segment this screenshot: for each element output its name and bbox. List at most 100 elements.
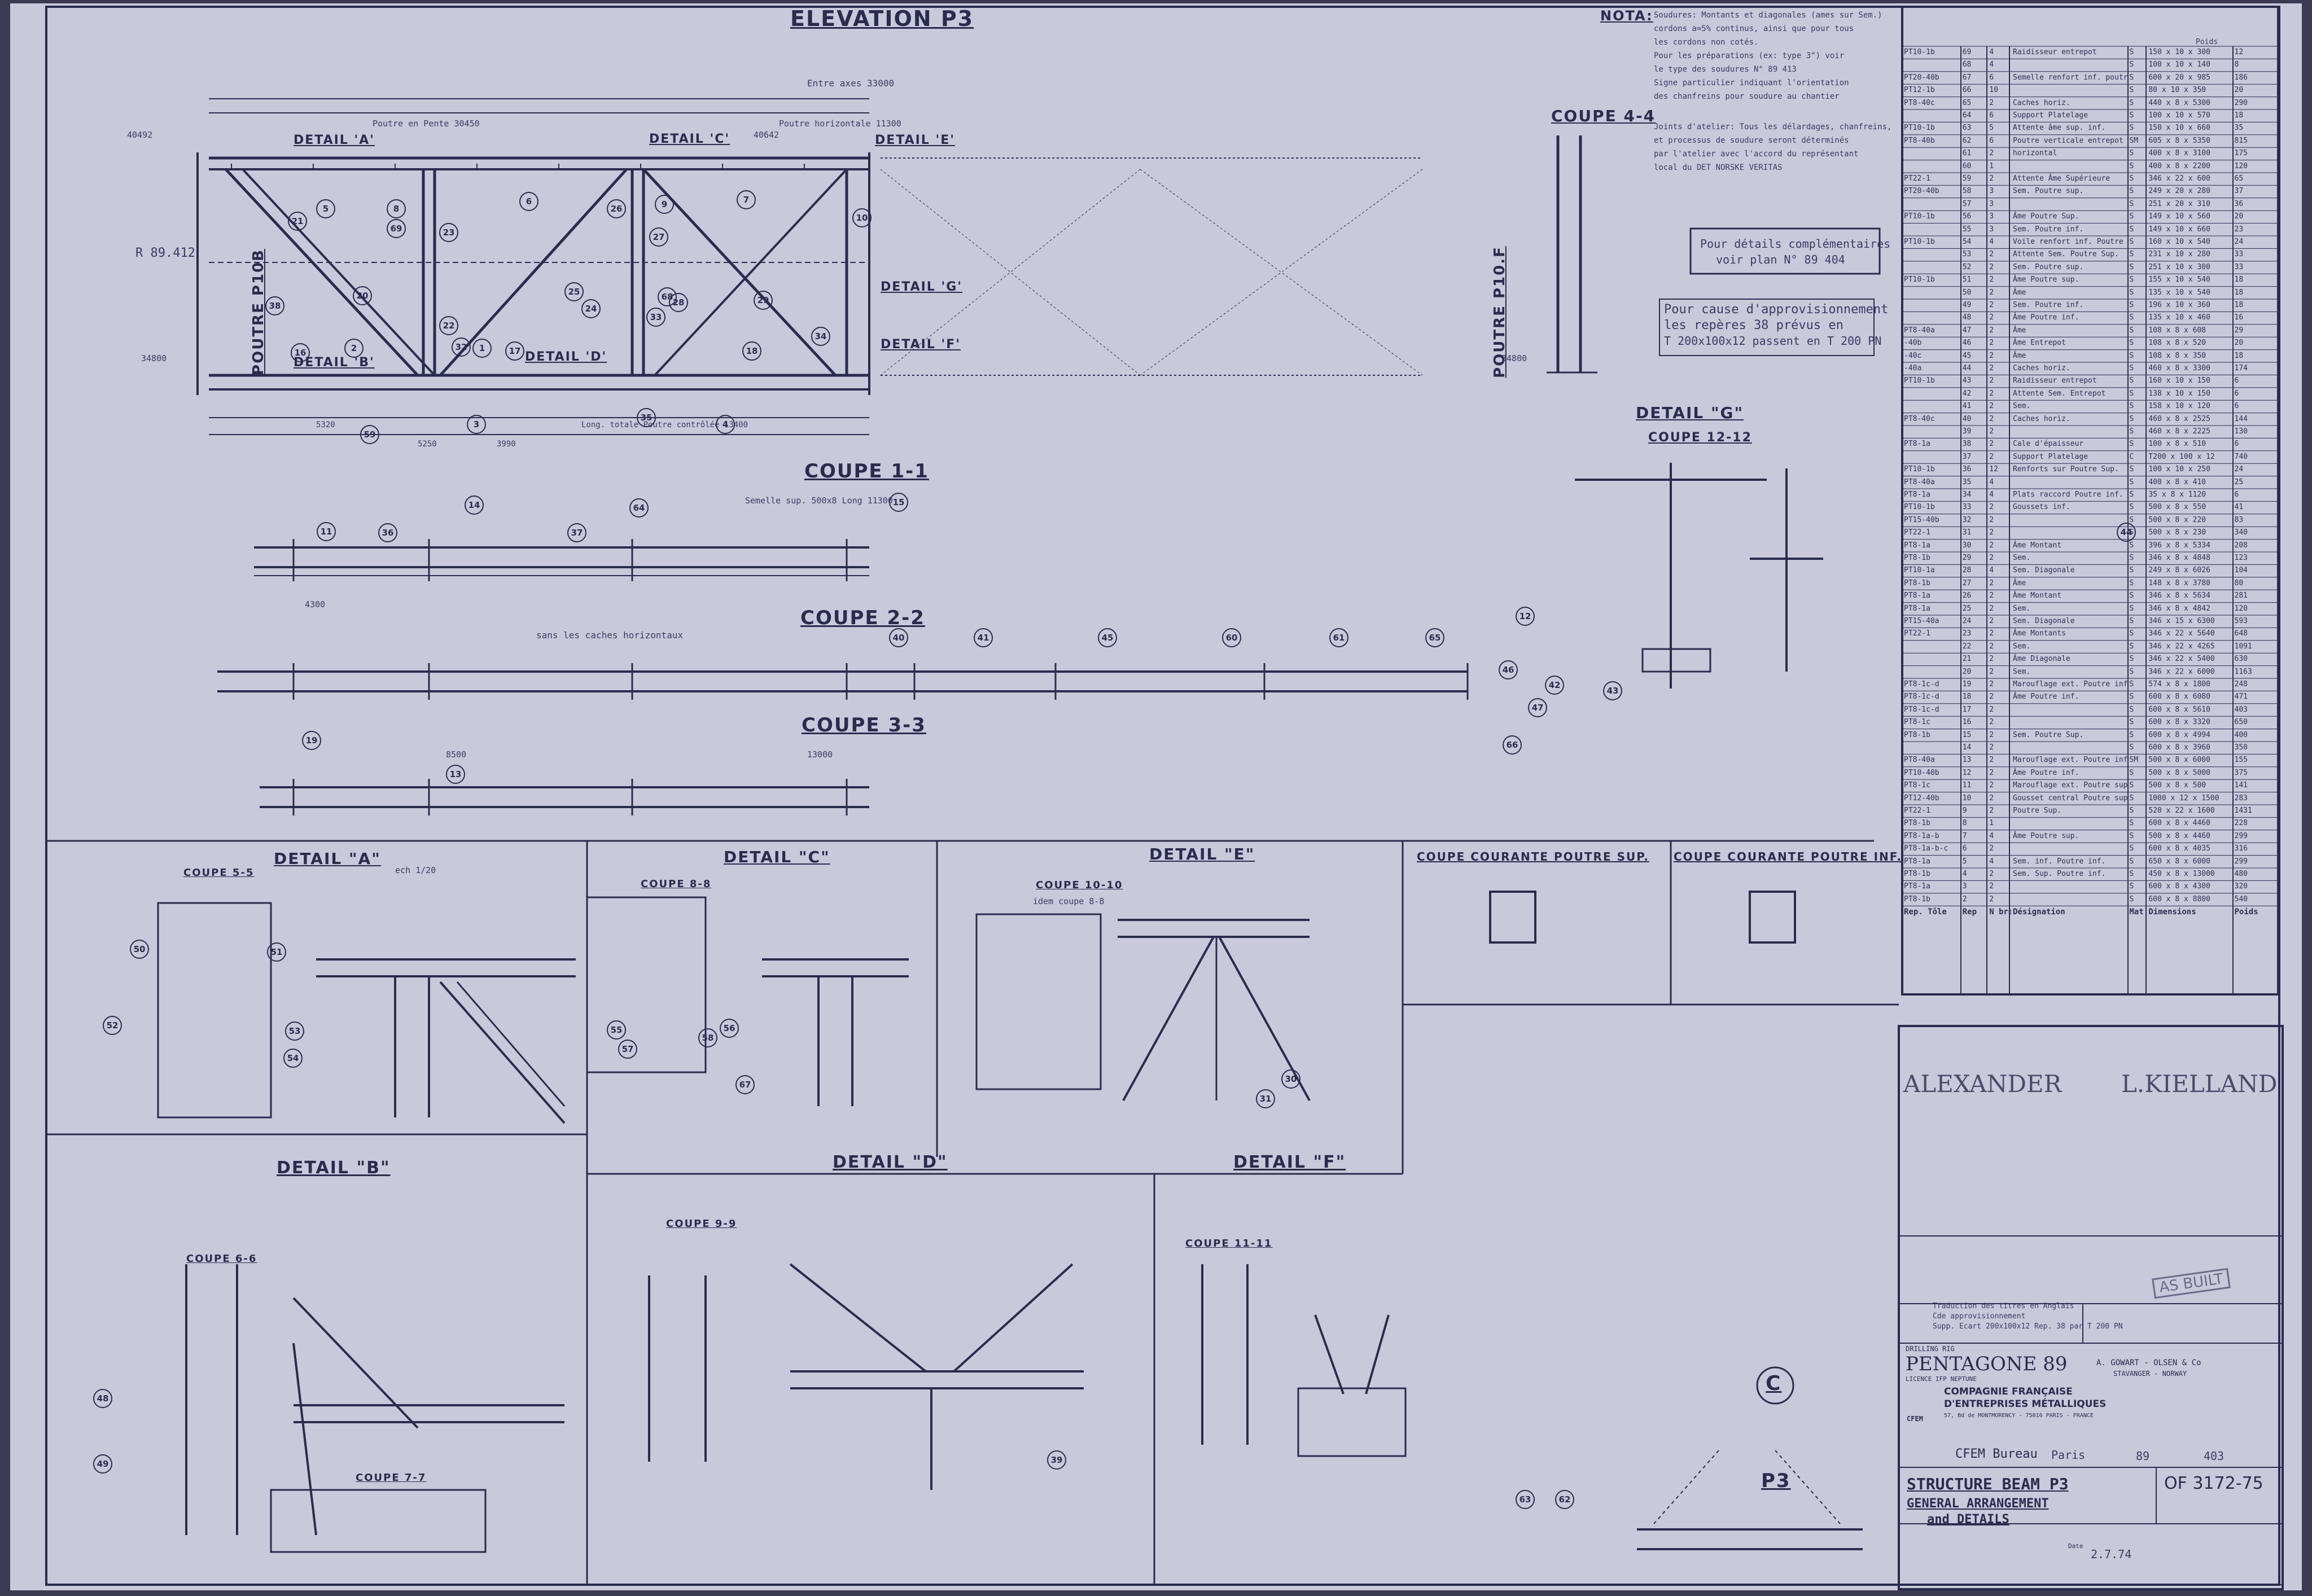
reference-callout: 3 [467, 415, 486, 434]
nota-warn-line-2: les repères 38 prévus en [1664, 318, 1844, 332]
bom-cell: Âme Entrepot [2013, 339, 2066, 348]
bom-cell: 316 [2234, 844, 2248, 853]
reference-callout: 17 [505, 341, 524, 361]
bom-cell: 196 x 10 x 360 [2148, 301, 2210, 309]
bom-cell: S [2129, 768, 2134, 777]
dimension-5250: 5250 [418, 440, 437, 449]
bom-cell: Âme Montants [2013, 629, 2066, 638]
bom-cell: 8 [2234, 60, 2239, 69]
bom-cell: S [2129, 149, 2134, 158]
bom-cell: Sem. Poutre Sup. [2013, 730, 2084, 739]
bom-cell: S [2129, 402, 2134, 411]
bom-cell: S [2129, 692, 2134, 701]
bom-cell: S [2129, 288, 2134, 297]
bom-cell [2011, 426, 2127, 438]
reference-callout: 69 [387, 219, 406, 238]
bom-cell: S [2129, 376, 2134, 385]
revision-1: Traduction des titres en Anglais [1933, 1302, 2074, 1310]
bom-cell: 48 [1962, 313, 1972, 322]
reference-callout: 29 [754, 291, 773, 310]
bom-cell: PT8-1c [1904, 781, 1930, 790]
bom-cell: 2 [1989, 541, 1994, 550]
detail-a-diagonal [456, 981, 566, 1107]
bom-cell: 35 x 8 x 1120 [2148, 490, 2206, 499]
truss-diagonal [642, 168, 837, 376]
detail-b-column [292, 1343, 317, 1536]
bom-cell: 500 x 8 x 5000 [2148, 768, 2210, 777]
bom-cell [2011, 514, 2127, 527]
bom-cell: 52 [1962, 262, 1972, 271]
bom-cell: Âme Poutre sup. [2013, 831, 2079, 840]
bom-cell: 2 [1989, 376, 1994, 385]
reference-callout: 64 [629, 498, 649, 518]
bom-cell: Gousset central Poutre sup. [2013, 793, 2128, 803]
bom-cell: 100 x 10 x 570 [2148, 111, 2210, 120]
dimension-5320: 5320 [316, 420, 335, 429]
reference-callout: 56 [720, 1019, 739, 1038]
bom-cell: Goussets inf. [2013, 503, 2070, 512]
bom-cell: S [2129, 528, 2134, 537]
bom-cell: 600 x 8 x 4994 [2148, 730, 2210, 739]
bom-cell: Caches horiz. [2013, 98, 2070, 107]
coupe-5-5-frame [157, 902, 272, 1119]
reference-callout: 40 [889, 628, 908, 647]
bom-cell: 630 [2234, 655, 2248, 664]
reference-callout: 65 [1425, 628, 1444, 647]
bom-cell: S [2129, 124, 2134, 133]
bom-cell: 1 [1989, 161, 1994, 170]
bom-cell: 593 [2234, 617, 2248, 625]
coupe-7-7-title: COUPE 7-7 [356, 1472, 427, 1484]
bom-cell: 2 [1989, 250, 1994, 259]
bom-cell: PT8-40c [1904, 414, 1935, 423]
bom-cell: S [2129, 414, 2134, 423]
bom-header-cell: Dimensions [2148, 907, 2196, 917]
bom-cell: 108 x 8 x 520 [2148, 339, 2206, 348]
reference-callout: 7 [737, 190, 756, 209]
coupe-9-9-title: COUPE 9-9 [666, 1218, 737, 1230]
bom-cell: PT8-1b [1904, 870, 1930, 878]
bom-cell: 4 [1989, 477, 1994, 486]
bom-cell: C [2129, 452, 2134, 461]
bom-cell: PT8-1a [1904, 440, 1930, 449]
bom-cell: Âme Poutre inf. [2013, 768, 2079, 777]
bom-cell: 120 [2234, 604, 2248, 613]
bom-cell: 600 x 8 x 4035 [2148, 844, 2210, 853]
bom-cell [1902, 451, 1961, 463]
bom-cell: S [2129, 60, 2134, 69]
bom-cell: 2 [1989, 844, 1994, 853]
nota-heading: NOTA: [1600, 8, 1653, 24]
bom-cell: 25 [2234, 477, 2244, 486]
reference-callout: 1 [472, 339, 492, 358]
reference-callout: 62 [1555, 1490, 1574, 1509]
bom-cell: 600 x 8 x 3320 [2148, 718, 2210, 727]
bom-cell [2011, 160, 2127, 173]
coupe-12-12-title: COUPE 12-12 [1648, 431, 1752, 445]
coupe-courante-inf-title: COUPE COURANTE POUTRE INF. [1674, 850, 1903, 863]
reference-callout: 2 [344, 339, 364, 358]
reference-callout: 19 [302, 731, 321, 750]
bom-cell: 480 [2234, 870, 2248, 878]
bom-cell: 13 [1962, 756, 1972, 765]
bom-cell: PT8-40a [1904, 756, 1935, 765]
bom-cell: 500 x 8 x 500 [2148, 781, 2206, 790]
bom-cell: 2 [1989, 870, 1994, 878]
bom-cell: 18 [2234, 351, 2244, 360]
bom-cell: 346 x 22 x 5640 [2148, 629, 2215, 638]
bom-cell: 346 x 22 x 600 [2148, 174, 2210, 183]
bom-cell: SM [2129, 756, 2139, 765]
bom-cell [1902, 287, 1961, 299]
bom-header-cell: Rep [1962, 907, 1977, 917]
c-marker [1756, 1366, 1794, 1405]
bom-cell: 2 [1989, 591, 1994, 600]
bom-cell: 2 [1989, 301, 1994, 309]
reference-callout: 39 [1047, 1450, 1066, 1470]
